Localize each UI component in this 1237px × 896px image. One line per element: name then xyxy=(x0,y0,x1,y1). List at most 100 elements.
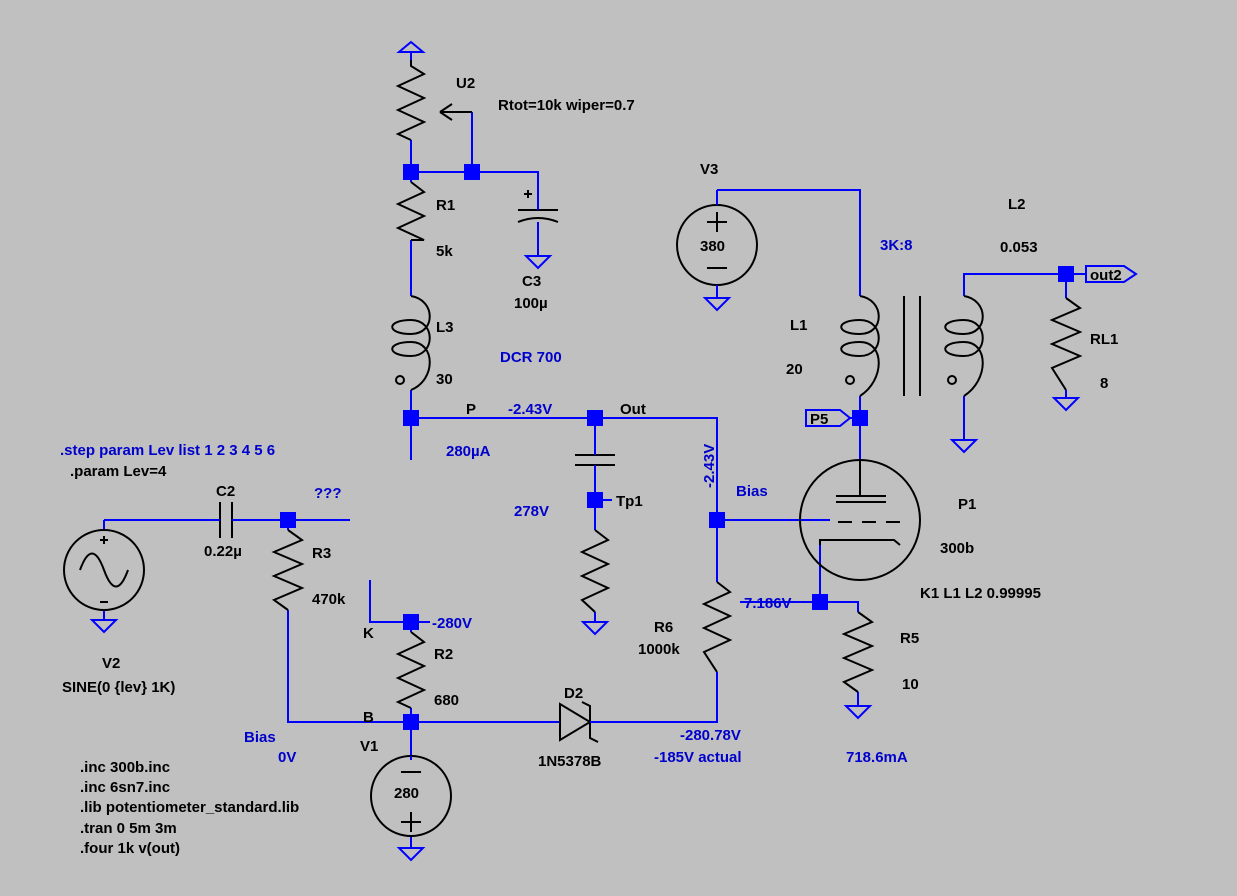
ground-icon xyxy=(89,619,119,634)
junction-wiper xyxy=(464,164,480,180)
net-out-label: Out xyxy=(620,401,646,418)
readout-v-b: 0V xyxy=(278,749,296,766)
directive-line: .inc 300b.inc xyxy=(80,759,170,776)
annotations: DCR 700 3K:8 Bias Bias .step param Lev l… xyxy=(60,237,913,746)
output-transformer xyxy=(840,295,984,397)
ground-icon xyxy=(580,621,610,636)
spice-directives: .inc 300b.inc .inc 6sn7.inc .lib potenti… xyxy=(80,759,299,857)
ground-icon xyxy=(523,255,553,270)
r2-resistor xyxy=(395,631,427,709)
r3-label: R3 xyxy=(312,545,331,562)
voltage-readouts: -2.43V -2.43V 280µA 278V -280V 7.186V -2… xyxy=(278,401,908,766)
l1-value: 20 xyxy=(786,361,803,378)
net-b-label: B xyxy=(363,709,374,726)
k1-coupling: K1 L1 L2 0.99995 xyxy=(920,585,1041,602)
junction-c2-r3 xyxy=(280,512,296,528)
l3-value: 30 xyxy=(436,371,453,388)
p5-label: P5 xyxy=(810,411,828,428)
rl1-resistor xyxy=(1049,297,1083,391)
c2-label: C2 xyxy=(216,483,235,500)
junction-b xyxy=(403,714,419,730)
ground-icon xyxy=(702,297,732,312)
tp1-label: Tp1 xyxy=(616,493,643,510)
u2-potentiometer xyxy=(395,40,472,141)
r1-value: 5k xyxy=(436,243,453,260)
p5-net-flag xyxy=(805,409,852,427)
readout-i-p1: 718.6mA xyxy=(846,749,908,766)
ground-icon xyxy=(396,847,426,862)
l2-value: 0.053 xyxy=(1000,239,1038,256)
r1-label: R1 xyxy=(436,197,455,214)
v1-value: 280 xyxy=(394,785,419,802)
l1-label: L1 xyxy=(790,317,808,334)
tp1-resistor xyxy=(579,529,611,613)
r5-resistor xyxy=(841,611,875,693)
readout-actual-note: -185V actual xyxy=(654,749,742,766)
r5-value: 10 xyxy=(902,676,919,693)
out2-net-flag xyxy=(1085,265,1138,283)
c3-value: 100µ xyxy=(514,295,548,312)
r1-resistor xyxy=(395,181,427,241)
readout-v-p: -2.43V xyxy=(508,401,552,418)
l3-label: L3 xyxy=(436,319,454,336)
ratio-annotation: 3K:8 xyxy=(880,237,913,254)
r3-resistor xyxy=(271,529,305,611)
bias-annotation-tube: Bias xyxy=(736,483,768,500)
d2-label: D2 xyxy=(564,685,583,702)
net-k-label: K xyxy=(363,625,374,642)
junction-r1-top xyxy=(403,164,419,180)
v2-label: V2 xyxy=(102,655,120,672)
junction-cathode xyxy=(812,594,828,610)
ground-icon xyxy=(1051,397,1081,412)
ground-icon xyxy=(843,705,873,720)
c3-label: C3 xyxy=(522,273,541,290)
v1-source xyxy=(370,755,452,837)
readout-v-k: -280V xyxy=(432,615,472,632)
junction-out xyxy=(587,410,603,426)
junction-tp1 xyxy=(587,492,603,508)
l2-label: L2 xyxy=(1008,196,1026,213)
v3-label: V3 xyxy=(700,161,718,178)
directive-line: .lib potentiometer_standard.lib xyxy=(80,799,299,816)
r6-label: R6 xyxy=(654,619,673,636)
ground-icon xyxy=(949,439,979,454)
v2-value: SINE(0 {lev} 1K) xyxy=(62,679,175,696)
step-directive: .step param Lev list 1 2 3 4 5 6 xyxy=(60,442,275,459)
junctions xyxy=(280,164,1074,730)
directive-line: .tran 0 5m 3m xyxy=(80,820,177,837)
readout-i-plate: 280µA xyxy=(446,443,491,460)
v1-label: V1 xyxy=(360,738,378,755)
readout-v-tp1: 278V xyxy=(514,503,549,520)
coupling-capacitor xyxy=(575,445,615,480)
r2-value: 680 xyxy=(434,692,459,709)
u2-label: U2 xyxy=(456,75,475,92)
r3-value: 470k xyxy=(312,591,346,608)
l3-inductor xyxy=(391,295,431,391)
d2-value: 1N5378B xyxy=(538,753,602,770)
junction-k xyxy=(403,614,419,630)
u2-value: Rtot=10k wiper=0.7 xyxy=(498,97,635,114)
r6-resistor xyxy=(701,581,733,673)
r5-label: R5 xyxy=(900,630,919,647)
component-labels: U2 Rtot=10k wiper=0.7 R1 5k C3 100µ L3 3… xyxy=(62,75,1122,802)
r2-label: R2 xyxy=(434,646,453,663)
r6-value: 1000k xyxy=(638,641,680,658)
out2-label: out2 xyxy=(1090,267,1122,284)
readout-v-cathode: 7.186V xyxy=(744,595,792,612)
junction-bias xyxy=(709,512,725,528)
c2-capacitor xyxy=(216,502,236,538)
v2-sine-source xyxy=(63,529,145,611)
net-p-label: P xyxy=(466,401,476,418)
bias-annotation-left: Bias xyxy=(244,729,276,746)
p1-label: P1 xyxy=(958,496,976,513)
readout-v-bias-node: -280.78V xyxy=(680,727,741,744)
rl1-value: 8 xyxy=(1100,375,1108,392)
rl1-label: RL1 xyxy=(1090,331,1118,348)
junction-out2 xyxy=(1058,266,1074,282)
v3-source xyxy=(676,200,758,290)
c3-capacitor xyxy=(517,190,559,232)
p1-value: 300b xyxy=(940,540,974,557)
v3-value: 380 xyxy=(700,238,725,255)
param-directive: .param Lev=4 xyxy=(70,463,167,480)
